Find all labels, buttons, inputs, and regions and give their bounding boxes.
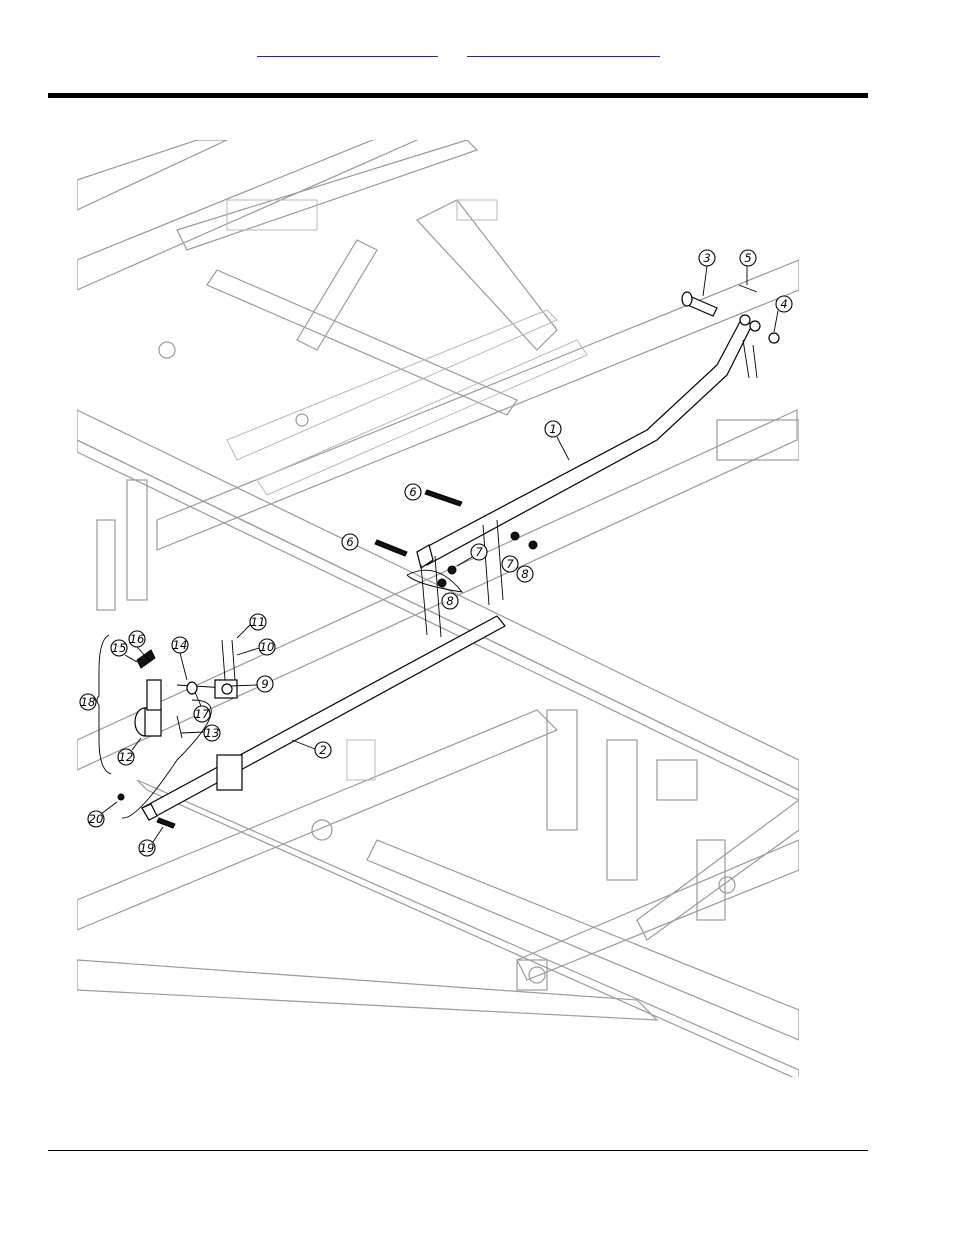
hitch-bar-assembly: [97, 285, 779, 828]
svg-text:4: 4: [780, 297, 787, 311]
callout-3: 3: [699, 250, 715, 296]
svg-text:9: 9: [261, 677, 268, 691]
callout-1: 1: [545, 421, 569, 460]
svg-text:6: 6: [409, 485, 416, 499]
callout-11: 11: [237, 614, 266, 638]
svg-text:3: 3: [703, 251, 710, 265]
callout-17: 17: [194, 692, 210, 722]
svg-text:7: 7: [506, 557, 514, 571]
svg-text:17: 17: [195, 707, 210, 721]
callout-6a: 6: [405, 484, 421, 500]
svg-text:11: 11: [251, 615, 266, 629]
header-link-right[interactable]: [467, 38, 660, 57]
svg-text:2: 2: [319, 743, 326, 757]
svg-text:8: 8: [446, 594, 453, 608]
header-link-left[interactable]: [257, 38, 438, 57]
callout-7a: 7: [457, 544, 487, 566]
callout-20: 20: [88, 802, 117, 827]
svg-text:16: 16: [130, 632, 145, 646]
svg-text:12: 12: [119, 750, 134, 764]
svg-text:10: 10: [260, 640, 275, 654]
svg-text:19: 19: [140, 841, 155, 855]
svg-text:20: 20: [89, 812, 104, 826]
svg-text:1: 1: [549, 422, 556, 436]
callout-12: 12: [118, 738, 141, 765]
svg-text:5: 5: [744, 251, 751, 265]
svg-text:13: 13: [205, 726, 220, 740]
callout-2: 2: [292, 740, 331, 758]
svg-text:6: 6: [346, 535, 353, 549]
svg-text:7: 7: [475, 545, 483, 559]
callout-18: 18: [80, 694, 96, 710]
svg-text:8: 8: [521, 567, 528, 581]
machine-frame: [77, 140, 799, 1077]
header-rule: [48, 93, 868, 98]
callout-5: 5: [740, 250, 756, 285]
parts-diagram: 1 2 3 4 5 6 6 7 7 8 8 9 10 11 12 13 14 1…: [77, 140, 799, 1077]
svg-text:14: 14: [173, 638, 188, 652]
svg-text:18: 18: [81, 695, 96, 709]
callout-19: 19: [139, 827, 163, 856]
callout-10: 10: [237, 639, 275, 655]
footer-rule: [48, 1150, 868, 1151]
callout-6b: 6: [342, 534, 358, 550]
callout-7b: 7: [502, 556, 518, 572]
svg-text:15: 15: [112, 641, 127, 655]
callout-14: 14: [172, 637, 188, 680]
callout-8b: 8: [442, 593, 458, 609]
callout-8a: 8: [517, 566, 533, 582]
callout-4: 4: [774, 296, 792, 332]
